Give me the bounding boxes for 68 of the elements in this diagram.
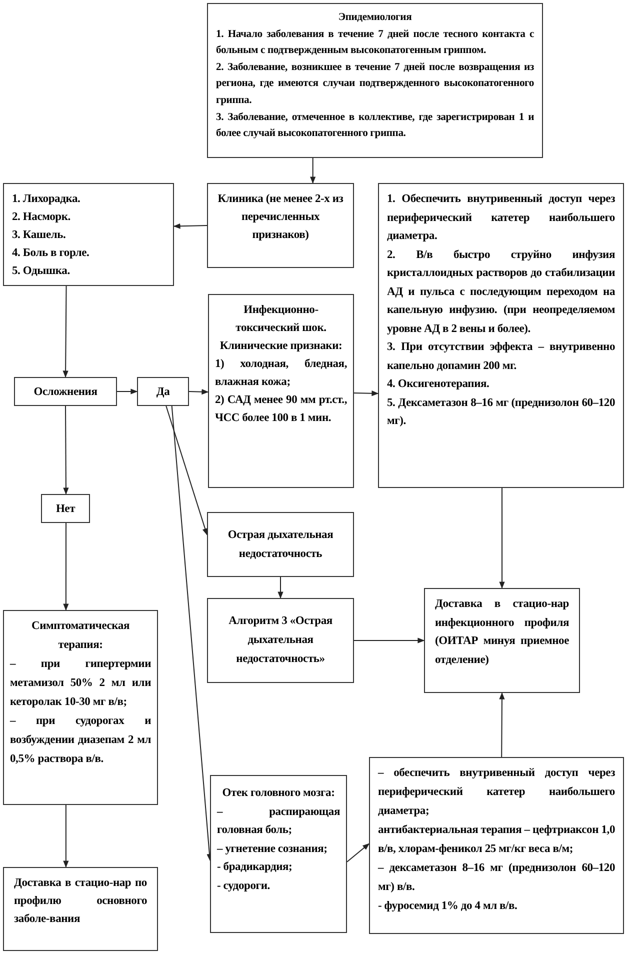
process-box	[378, 183, 624, 488]
arrow	[62, 286, 68, 378]
box-text: 5. Дексаметазон 8–16 мг (преднизолон 60–120 мг).	[387, 396, 615, 429]
box-text: 2. Заболевание, возникшее в течение 7 дней после возвращения из региона, где имеются случаи подтвержденного высокопатогенного гриппа.	[216, 60, 534, 108]
arrow	[166, 406, 208, 536]
box-text: - брадикардия;	[217, 860, 294, 875]
box-text: Да	[155, 384, 171, 400]
arrow	[63, 406, 69, 495]
heading-text: 1. Лихорадка.	[12, 192, 82, 207]
process-box	[208, 294, 354, 488]
process-box	[369, 757, 624, 934]
process-box	[137, 377, 189, 406]
box-text: 2. Насморк.	[12, 210, 72, 225]
arrow	[188, 389, 209, 395]
box-text: 5. Одышка.	[12, 264, 71, 279]
box-text: 2. В/в быстро струйно инфузия кристаллоидных растворов до стабилизации АД и пульса с последующим переходом на капельную инфузию. (при неопределяемом уровне АД в 2 вены и более).	[387, 248, 615, 336]
box-text: 1) холодная, бледная, влажная кожа;	[215, 357, 347, 390]
heading-text: – обеспечить внутривенный доступ через периферический катетер наибольшего диаметра;	[378, 766, 615, 819]
heading-text: Отек головного мозга:	[221, 786, 336, 801]
process-box	[3, 610, 158, 805]
arrow	[310, 158, 316, 184]
box-text: Доставка в стацио-нар по профилю основного заболе-вания	[14, 876, 147, 927]
heading-text: 1. Обеспечить внутривенный доступ через периферический катетер наибольшего диаметра.	[387, 192, 615, 244]
arrow	[116, 388, 138, 394]
arrow	[63, 522, 69, 611]
process-box	[207, 183, 354, 268]
heading-text: Симптоматическая терапия:	[30, 619, 130, 653]
arrow	[346, 843, 370, 862]
process-box	[41, 494, 90, 523]
process-box	[3, 867, 158, 951]
box-text: - фуросемид 1% до 4 мл в/в.	[378, 899, 518, 914]
arrow	[171, 406, 212, 862]
box-text: 3. Кашель.	[12, 228, 67, 243]
process-box	[210, 775, 347, 933]
box-text: антибактериальная терапия – цефтриаксон 1,0 в/в, хлорам-феникол 25 мг/кг веса в/м;	[378, 823, 615, 857]
arrow	[499, 488, 505, 589]
process-box	[207, 3, 543, 158]
heading-text: Эпидемиология	[337, 11, 413, 25]
arrow	[63, 804, 69, 868]
arrow	[499, 692, 505, 758]
box-text: 1. Начало заболевания в течение 7 дней после тесного контакта с больным с подтвержденным высокопатогенным гриппом.	[216, 28, 534, 58]
box-text: - судороги.	[217, 878, 271, 894]
box-text: – при судорогах и возбуждении диазепам 2 мл 0,5% раствора в/в.	[10, 714, 151, 767]
box-text: – распирающая головная боль;	[217, 804, 340, 838]
box-text: – угнетение сознания;	[217, 842, 328, 856]
box-text: 3. Заболевание, отмеченное в коллективе, где зарегистрирован 1 и более случай высокопатогенного гриппа.	[216, 110, 534, 142]
arrow	[278, 576, 284, 599]
arrow	[173, 223, 208, 229]
box-text: Осложнения	[32, 384, 98, 400]
box-text: 2) САД менее 90 мм рт.ст., ЧСС более 100 в 1 мин.	[215, 393, 347, 426]
heading-text: Инфекционно-токсический шок. Клинические признаки:	[218, 303, 344, 354]
process-box	[3, 183, 174, 286]
box-text: Доставка в стацио-нар инфекционного профиля (ОИТАР минуя приемное отделение)	[435, 597, 569, 668]
process-box	[207, 598, 354, 683]
box-text: Нет	[54, 502, 76, 516]
box-text: – дексаметазон 8–16 мг (преднизолон 60–120 мг) в/в.	[378, 861, 615, 895]
process-box	[14, 377, 117, 406]
box-text: Острая дыхательная недостаточность	[226, 528, 334, 562]
box-text: 3. При отсутствии эффекта – внутривенно капельно допамин 200 мг.	[387, 340, 615, 374]
arrow	[354, 390, 379, 396]
process-box	[424, 588, 580, 693]
box-text: 4. Боль в горле.	[12, 246, 90, 261]
box-text: – при гипертермии метамизол 50% 2 мл или кеторолак 10-30 мг в/в;	[10, 657, 151, 710]
arrow	[354, 638, 425, 644]
box-text: Алгоритм 3 «Острая дыхательная недостаточность»	[228, 614, 334, 667]
box-text: Клиника (не менее 2-х из перечисленных признаков)	[216, 192, 344, 243]
box-text: 4. Оксигенотерапия.	[387, 377, 490, 392]
process-box	[207, 512, 354, 577]
